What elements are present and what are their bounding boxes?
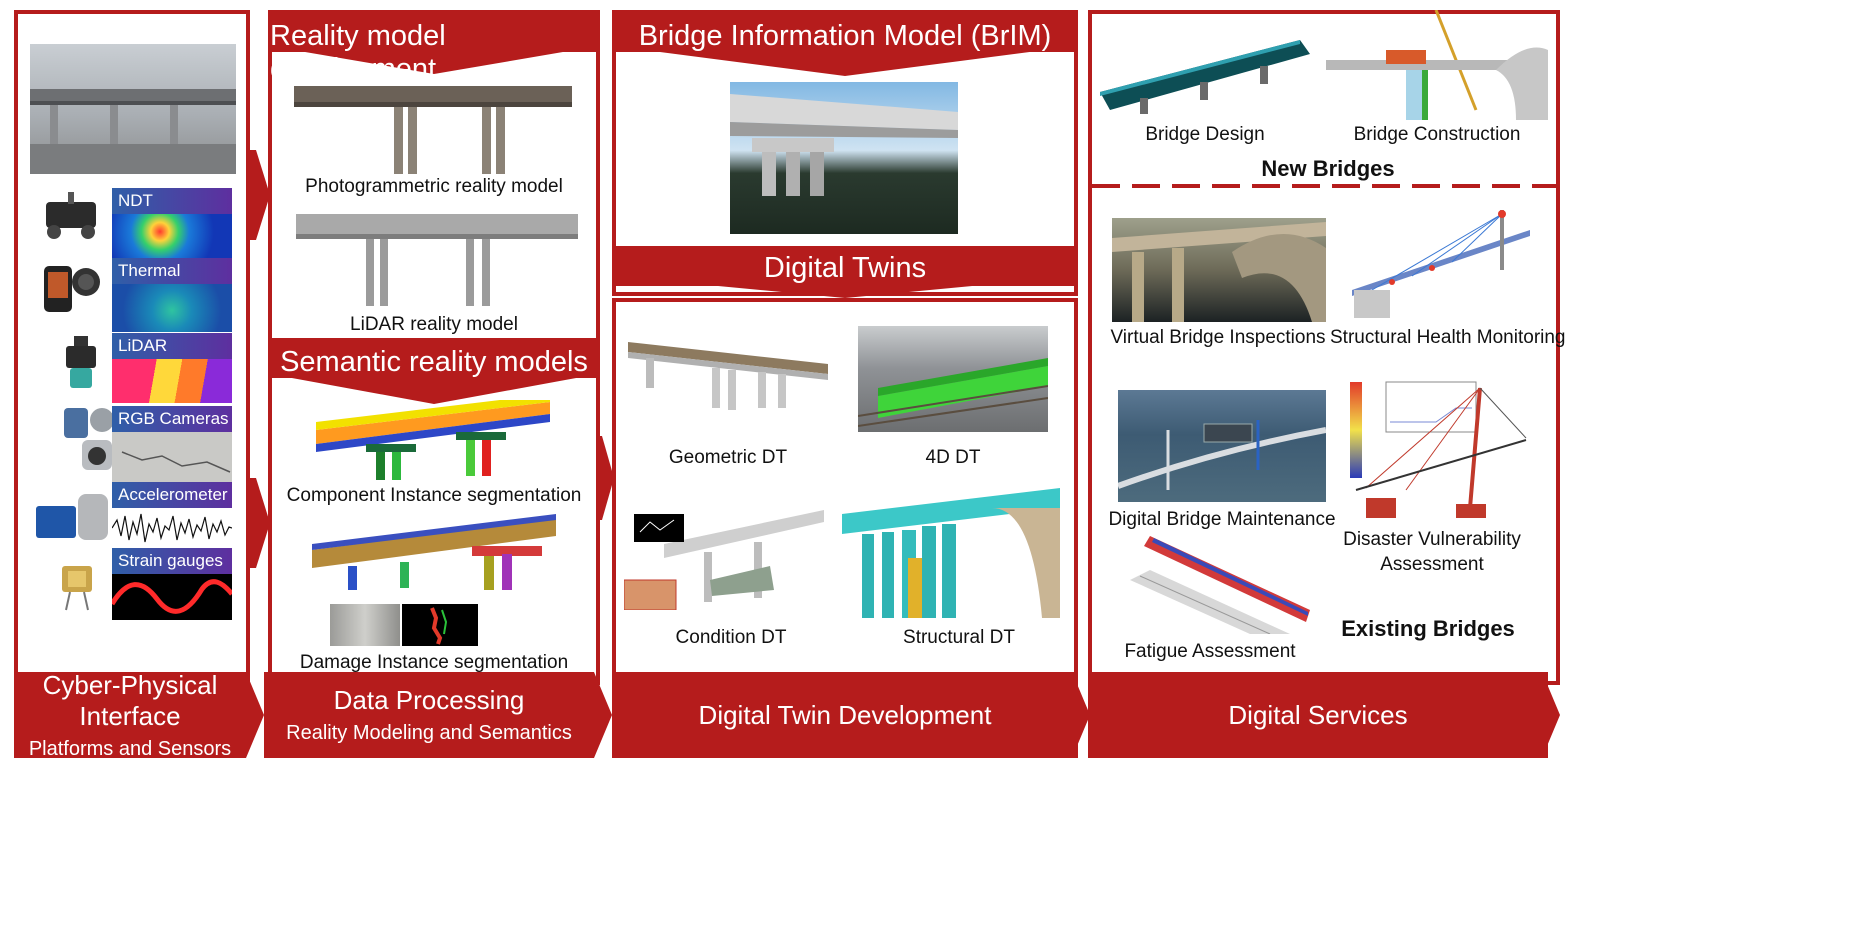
digital-twins-title: Digital Twins: [763, 252, 927, 284]
photogrammetric-caption: Photogrammetric reality model: [305, 176, 563, 197]
lidar-scan-image: [112, 359, 232, 403]
disaster-vulnerability-image: [1346, 378, 1530, 522]
reality-model-banner: Reality model development: [270, 12, 598, 85]
sensor-icon-ndt: [38, 192, 108, 240]
digital-services-panel: [1088, 10, 1560, 685]
sensor-icon-lidar: [56, 336, 106, 392]
condition-dt-image: [624, 510, 824, 610]
bridge-construction-image: [1326, 10, 1548, 120]
semantic-models-title: Semantic reality models: [280, 346, 588, 378]
photogrammetric-model-image: [294, 80, 572, 174]
sensor-icon-accelerometer: [34, 488, 112, 546]
digital-twin-title: Digital Twin Development: [698, 699, 992, 730]
geometric-dt-caption: Geometric DT: [668, 447, 788, 468]
bridge-construction-caption: Bridge Construction: [1353, 124, 1521, 145]
condition-dt-caption: Condition DT: [675, 627, 787, 648]
arrow-right-icon: [250, 478, 272, 568]
cyber-physical-footer: Cyber-Physical Interface Platforms and S…: [14, 669, 264, 760]
ndt-scan-image: [112, 214, 232, 258]
maintenance-caption: Digital Bridge Maintenance: [1108, 509, 1336, 530]
sensor-icon-strain-gauge: [56, 562, 102, 612]
damage-segmentation-caption: Damage Instance segmentation: [299, 652, 569, 673]
new-bridges-heading: New Bridges: [1261, 156, 1395, 181]
disaster-caption-line2: Assessment: [1380, 554, 1484, 575]
fatigue-image: [1130, 530, 1310, 634]
reality-model-title: Reality model development: [270, 20, 446, 85]
bridge-design-caption: Bridge Design: [1145, 124, 1265, 145]
cyber-physical-title: Cyber-Physical Interface: [42, 669, 218, 731]
thermal-image: [112, 284, 232, 332]
data-processing-footer: Data Processing Reality Modeling and Sem…: [264, 672, 612, 758]
digital-services-title: Digital Services: [1228, 699, 1408, 730]
4d-dt-image: [858, 326, 1048, 432]
fatigue-caption: Fatigue Assessment: [1124, 641, 1296, 662]
existing-bridges-heading: Existing Bridges: [1341, 616, 1515, 641]
sensor-label-lidar: LiDAR: [112, 333, 232, 359]
sensor-label-thermal: Thermal: [112, 258, 232, 284]
geometric-dt-image: [628, 338, 828, 412]
lidar-caption: LiDAR reality model: [350, 314, 518, 335]
bridge-design-image: [1100, 36, 1310, 116]
brim-banner: Bridge Information Model (BrIM): [614, 12, 1076, 76]
brim-render-image: [730, 82, 958, 234]
shm-caption: Structural Health Monitoring: [1330, 327, 1566, 348]
semantic-models-banner: Semantic reality models: [270, 338, 598, 404]
shm-image: [1352, 210, 1530, 320]
damage-photo: [330, 604, 400, 646]
digital-twins-banner: Digital Twins: [612, 246, 1078, 298]
sensor-icon-camera: [62, 404, 118, 478]
virtual-inspections-caption: Virtual Bridge Inspections: [1110, 327, 1326, 348]
cyber-physical-subtitle: Platforms and Sensors: [28, 737, 232, 760]
sensor-label-ndt: NDT: [112, 188, 232, 214]
structural-dt-caption: Structural DT: [903, 627, 1015, 648]
sensor-label-strain-gauges: Strain gauges: [112, 548, 232, 574]
data-processing-title: Data Processing: [333, 685, 525, 715]
crack-photo: [112, 432, 232, 482]
digital-twin-footer: Digital Twin Development: [612, 672, 1090, 758]
dashed-divider: [1092, 184, 1556, 188]
structural-dt-image: [842, 488, 1060, 618]
strain-signal-image: [112, 574, 232, 620]
sensor-label-accelerometer: Accelerometer: [112, 482, 232, 508]
sensor-label-rgb-cameras: RGB Cameras: [112, 406, 232, 432]
digital-services-footer: Digital Services: [1088, 672, 1560, 758]
brim-title: Bridge Information Model (BrIM): [638, 20, 1052, 52]
vibration-signal-image: [112, 508, 232, 548]
component-segmentation-image: [316, 400, 550, 480]
virtual-inspections-image: [1112, 218, 1326, 322]
arrow-right-icon: [250, 150, 272, 240]
disaster-caption-line1: Disaster Vulnerability: [1343, 529, 1521, 550]
bridge-photo: [30, 44, 236, 174]
data-processing-subtitle: Reality Modeling and Semantics: [286, 722, 572, 744]
arrow-right-icon: [598, 436, 616, 520]
maintenance-image: [1118, 390, 1326, 502]
4d-dt-caption: 4D DT: [925, 447, 981, 468]
damage-mask-image: [402, 604, 478, 646]
lidar-model-image: [296, 206, 578, 306]
sensor-icon-thermal: [40, 262, 106, 318]
component-segmentation-caption: Component Instance segmentation: [286, 485, 582, 506]
damage-segmentation-image: [312, 514, 556, 592]
